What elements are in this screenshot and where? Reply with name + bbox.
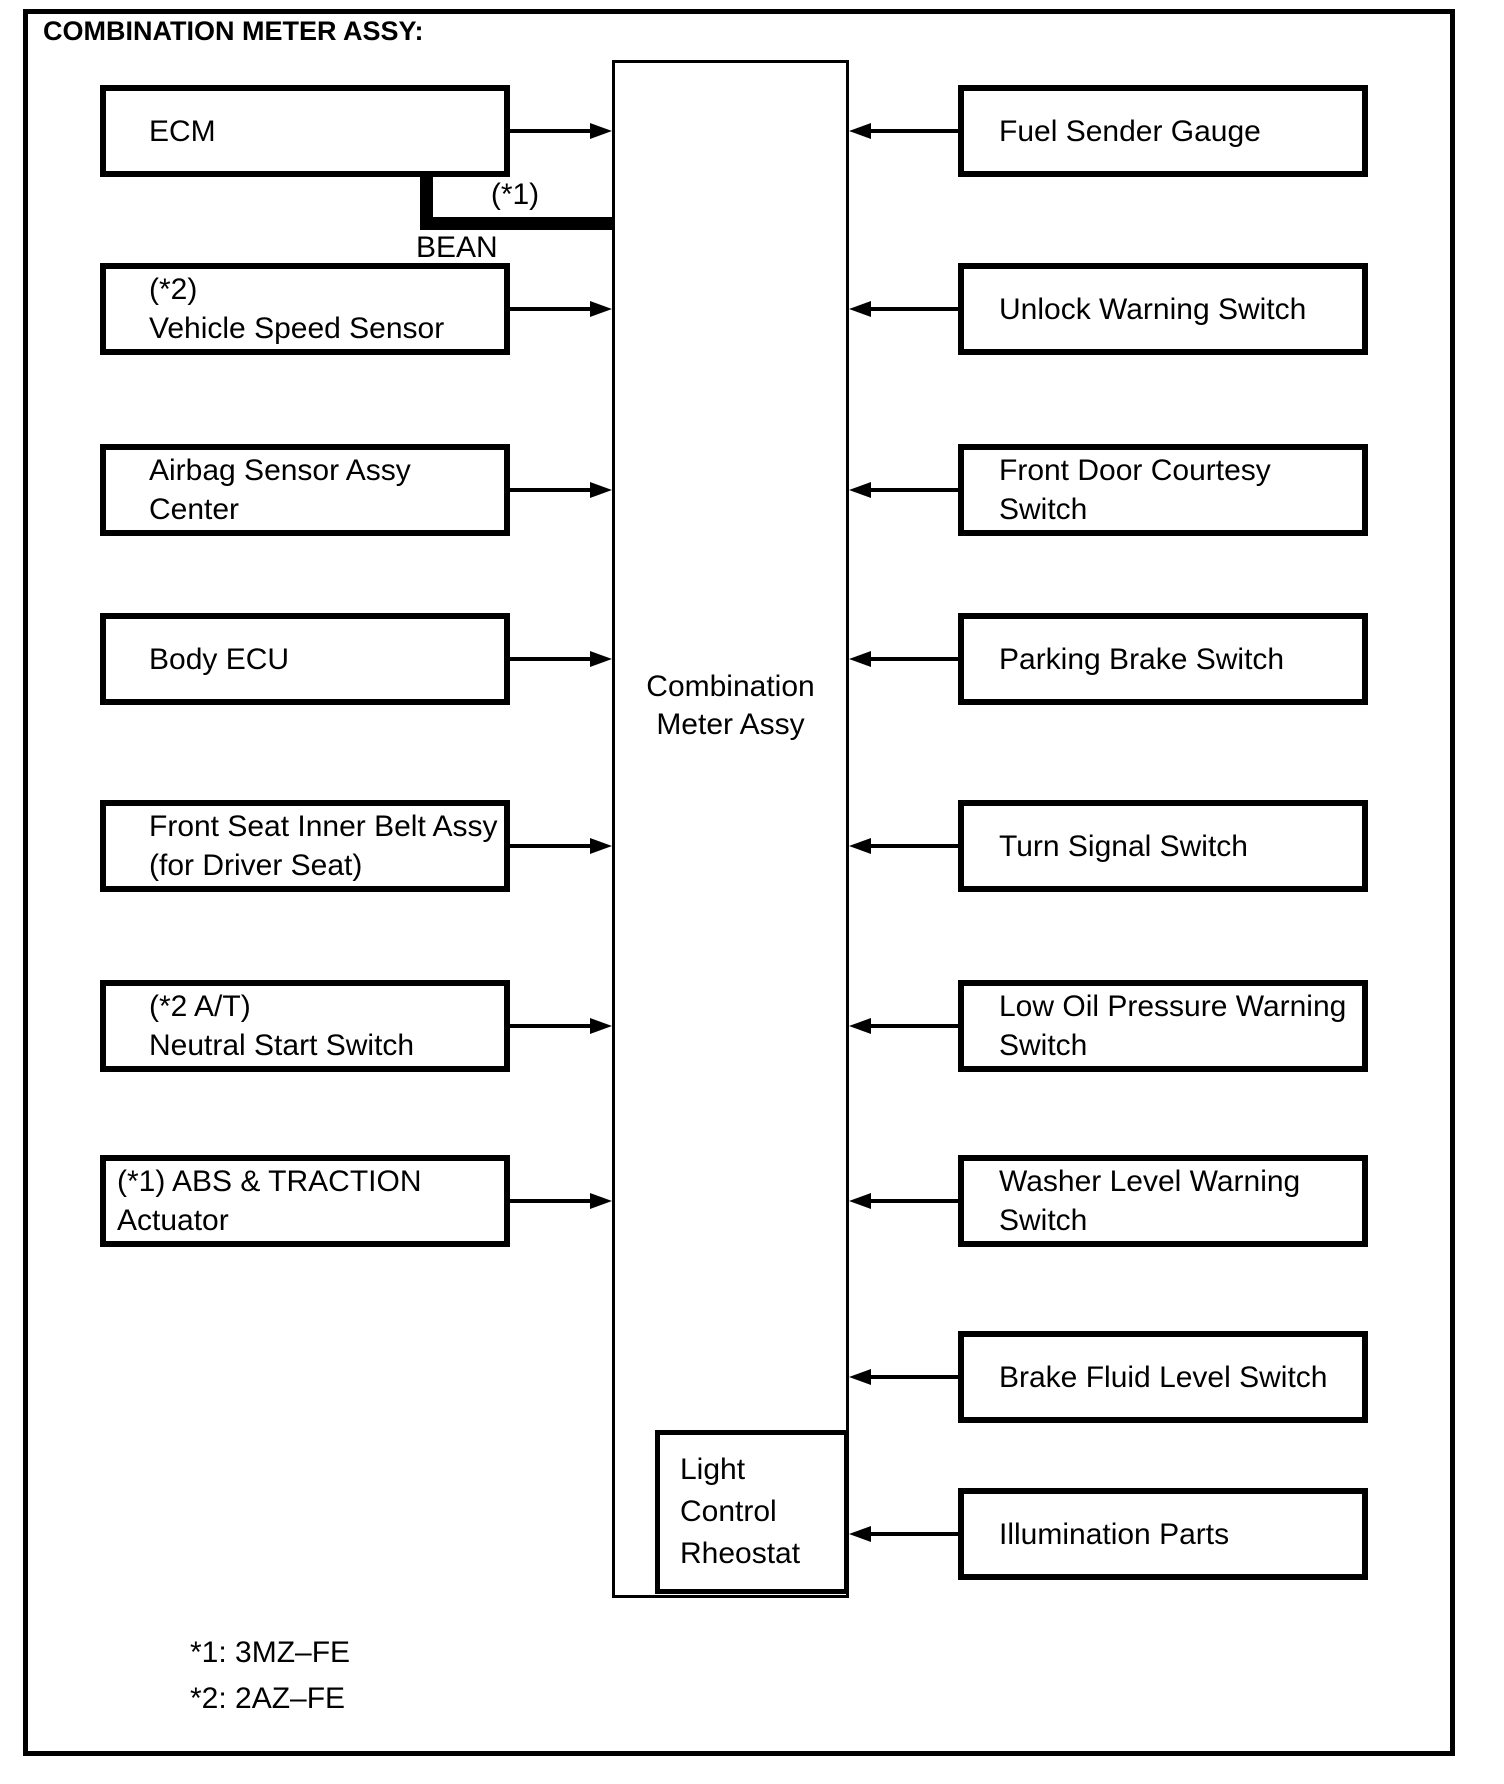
right-box-turn-signal-switch: Turn Signal Switch	[958, 800, 1368, 892]
bean-label: BEAN	[416, 231, 498, 264]
outer-border	[23, 9, 1455, 1756]
arrow-head-fuel-sender-gauge	[849, 123, 871, 139]
arrow-head-abs-traction-actuator	[590, 1193, 612, 1209]
diagram-title: COMBINATION METER ASSY:	[43, 16, 424, 46]
arrow-head-neutral-start-switch	[590, 1018, 612, 1034]
arrow-line-ecm	[508, 129, 590, 133]
left-box-ecm: ECM	[100, 85, 510, 177]
footnote-2: *2: 2AZ–FE	[190, 1682, 346, 1715]
right-box-washer-level-warning-switch: Washer Level Warning Switch	[958, 1155, 1368, 1247]
light-control-rheostat-label: Light Control Rheostat	[680, 1453, 801, 1570]
arrow-head-turn-signal-switch	[849, 838, 871, 854]
right-box-low-oil-pressure-warning-switch: Low Oil Pressure Warning Switch	[958, 980, 1368, 1072]
arrow-line-vehicle-speed-sensor	[508, 307, 590, 311]
bean-bus-horizontal-line	[420, 217, 614, 230]
right-box-illumination-parts: Illumination Parts	[958, 1488, 1368, 1580]
arrow-line-parking-brake-switch	[871, 657, 960, 661]
arrow-line-body-ecu	[508, 657, 590, 661]
left-box-airbag-sensor-assy-center: Airbag Sensor Assy Center	[100, 444, 510, 536]
arrow-line-brake-fluid-level-switch	[871, 1375, 960, 1379]
footnote-1: *1: 3MZ–FE	[190, 1636, 351, 1669]
combination-meter-assy-box	[612, 60, 849, 1598]
arrow-line-fuel-sender-gauge	[871, 129, 960, 133]
combination-meter-assy-label: Combination Meter Assy	[646, 670, 815, 741]
arrow-head-low-oil-pressure-warning-switch	[849, 1018, 871, 1034]
arrow-line-front-seat-inner-belt-assy	[508, 844, 590, 848]
arrow-line-turn-signal-switch	[871, 844, 960, 848]
left-box-abs-traction-actuator: (*1) ABS & TRACTION Actuator	[100, 1155, 510, 1247]
arrow-head-front-seat-inner-belt-assy	[590, 838, 612, 854]
arrow-line-washer-level-warning-switch	[871, 1199, 960, 1203]
arrow-head-airbag-sensor-assy-center	[590, 482, 612, 498]
bean-engine-note: (*1)	[490, 178, 540, 211]
arrow-head-body-ecu	[590, 651, 612, 667]
arrow-line-illumination-parts	[871, 1532, 960, 1536]
right-box-unlock-warning-switch: Unlock Warning Switch	[958, 263, 1368, 355]
right-box-brake-fluid-level-switch: Brake Fluid Level Switch	[958, 1331, 1368, 1423]
right-box-front-door-courtesy-switch: Front Door Courtesy Switch	[958, 444, 1368, 536]
arrow-line-airbag-sensor-assy-center	[508, 488, 590, 492]
light-control-rheostat-box: Light Control Rheostat	[655, 1430, 849, 1594]
arrow-head-parking-brake-switch	[849, 651, 871, 667]
left-box-neutral-start-switch: (*2 A/T) Neutral Start Switch	[100, 980, 510, 1072]
arrow-head-unlock-warning-switch	[849, 301, 871, 317]
right-box-fuel-sender-gauge: Fuel Sender Gauge	[958, 85, 1368, 177]
left-box-vehicle-speed-sensor: (*2) Vehicle Speed Sensor	[100, 263, 510, 355]
arrow-head-illumination-parts	[849, 1526, 871, 1542]
left-box-front-seat-inner-belt-assy: Front Seat Inner Belt Assy (for Driver S…	[100, 800, 510, 892]
arrow-line-abs-traction-actuator	[508, 1199, 590, 1203]
arrow-line-unlock-warning-switch	[871, 307, 960, 311]
arrow-head-front-door-courtesy-switch	[849, 482, 871, 498]
arrow-head-brake-fluid-level-switch	[849, 1369, 871, 1385]
left-box-body-ecu: Body ECU	[100, 613, 510, 705]
arrow-line-front-door-courtesy-switch	[871, 488, 960, 492]
right-box-parking-brake-switch: Parking Brake Switch	[958, 613, 1368, 705]
arrow-head-vehicle-speed-sensor	[590, 301, 612, 317]
bean-bus-vertical-line	[420, 172, 433, 230]
arrow-line-neutral-start-switch	[508, 1024, 590, 1028]
arrow-line-low-oil-pressure-warning-switch	[871, 1024, 960, 1028]
arrow-head-washer-level-warning-switch	[849, 1193, 871, 1209]
arrow-head-ecm	[590, 123, 612, 139]
